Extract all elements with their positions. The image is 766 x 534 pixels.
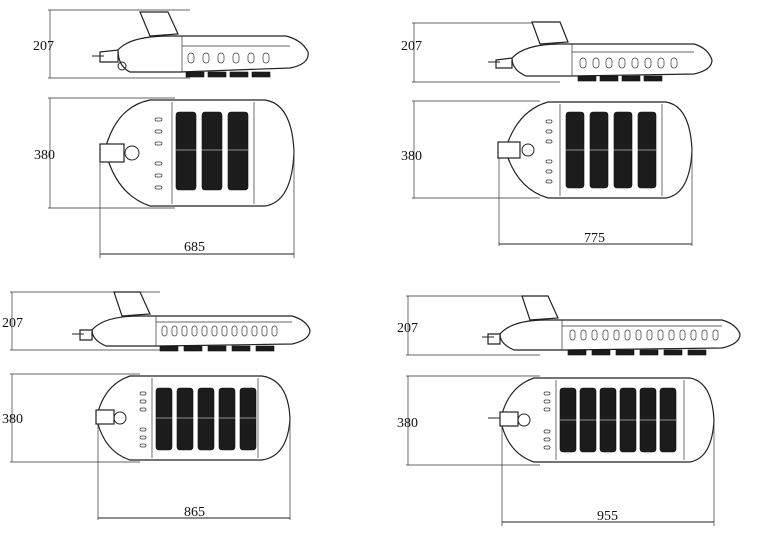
length-dimension-label: 865: [184, 505, 205, 520]
length-dimension-label: 685: [184, 240, 205, 255]
length-dimension-label: 775: [584, 231, 605, 246]
side-view: 207: [401, 21, 713, 83]
led-module-array: [155, 387, 257, 451]
led-module-array: [559, 387, 677, 453]
side-view: 207: [33, 9, 309, 79]
housing-outline: [105, 99, 295, 207]
width-dimension-label: 380: [2, 412, 23, 427]
width-dimension-label: 380: [34, 148, 55, 163]
drawing-fixture-2: 207 380: [401, 21, 713, 246]
height-dimension-label: 207: [401, 39, 422, 54]
drawing-fixture-1: 207: [33, 9, 309, 258]
housing-profile: [91, 315, 311, 347]
housing-profile: [117, 35, 309, 73]
width-dimension-label: 380: [397, 416, 418, 431]
top-view: 380: [397, 375, 715, 526]
led-module-array: [565, 111, 657, 189]
height-dimension-label: 207: [33, 39, 54, 54]
mounting-fin: [139, 11, 179, 37]
drawing-fixture-3: 207: [2, 291, 311, 520]
width-dimension-label: 380: [401, 149, 422, 164]
housing-profile: [499, 319, 741, 351]
top-view: 380 775: [401, 100, 693, 246]
top-view: 380: [2, 373, 291, 520]
length-dimension-label: 955: [597, 509, 618, 524]
side-view: 207: [397, 295, 741, 356]
top-view: 380: [34, 97, 295, 258]
led-module-array: [175, 111, 249, 191]
drawing-fixture-4: 207: [397, 295, 741, 526]
side-view: 207: [2, 291, 311, 352]
height-dimension-label: 207: [397, 321, 418, 336]
height-dimension-label: 207: [2, 316, 23, 331]
